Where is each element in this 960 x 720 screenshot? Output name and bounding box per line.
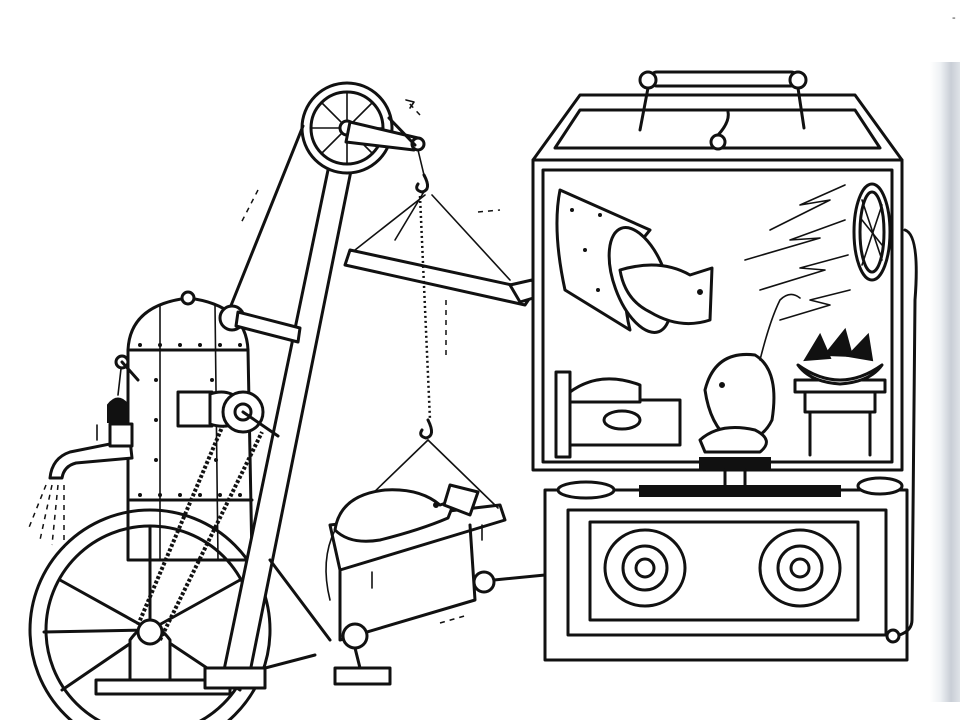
pulley-belt [224,116,417,320]
wheel-hub-bearing [94,618,232,696]
lower-hook [419,418,433,440]
side-table [793,378,887,457]
spring-drum [176,390,280,438]
motion-arrows [96,99,501,624]
cheese-in-basket [442,483,480,517]
mouse-on-floor [698,426,768,454]
mouse-leaping-from-tube [618,263,714,326]
power-cord [885,228,918,644]
upper-platform-tray [343,189,537,307]
cabinet-carry-handle [638,70,808,132]
water-stream [27,484,65,548]
boom-idler-pulley [218,304,302,344]
corner-mark: - [952,12,956,24]
upper-hook [415,149,429,194]
scan-page-edge [930,62,960,702]
water-wheel [28,508,272,720]
cabinet-base [543,476,909,662]
speaker-right [758,528,842,608]
bowl-of-sunflower-seeds [796,327,884,386]
air-blast-lines [744,184,851,321]
hanging-weight [107,354,140,423]
hoist-rope [418,195,432,421]
mouse-bed [554,370,682,459]
speaker-left [603,528,687,608]
water-faucet [48,422,134,480]
wall-fan-grille [852,182,892,282]
floor-pulley [333,622,392,686]
pressure-plate [699,457,771,490]
tank-rivets [138,343,242,497]
lid-latch [709,110,730,151]
connecting-rod [472,570,547,594]
drive-chain [136,417,264,641]
top-pulley-wheel [300,81,394,175]
